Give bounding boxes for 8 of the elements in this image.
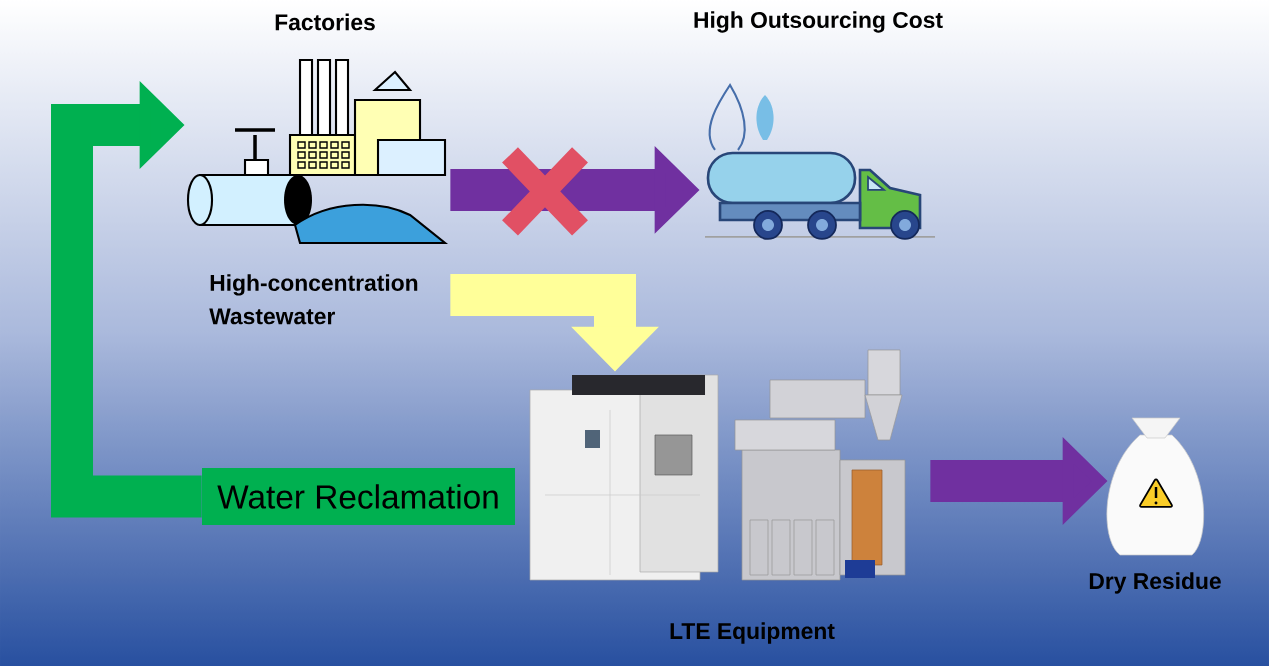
arrow: [51, 81, 202, 518]
heading: LTE Equipment: [670, 622, 835, 644]
node-label: Water Reclamation: [217, 484, 498, 509]
heading: Dry Residue: [1089, 572, 1221, 594]
heading: Factories: [275, 13, 375, 31]
label-box: Water Reclamation: [202, 468, 515, 525]
heading: High Outsourcing Cost: [694, 11, 943, 33]
node-label: High-concentration Wastewater: [209, 274, 418, 325]
